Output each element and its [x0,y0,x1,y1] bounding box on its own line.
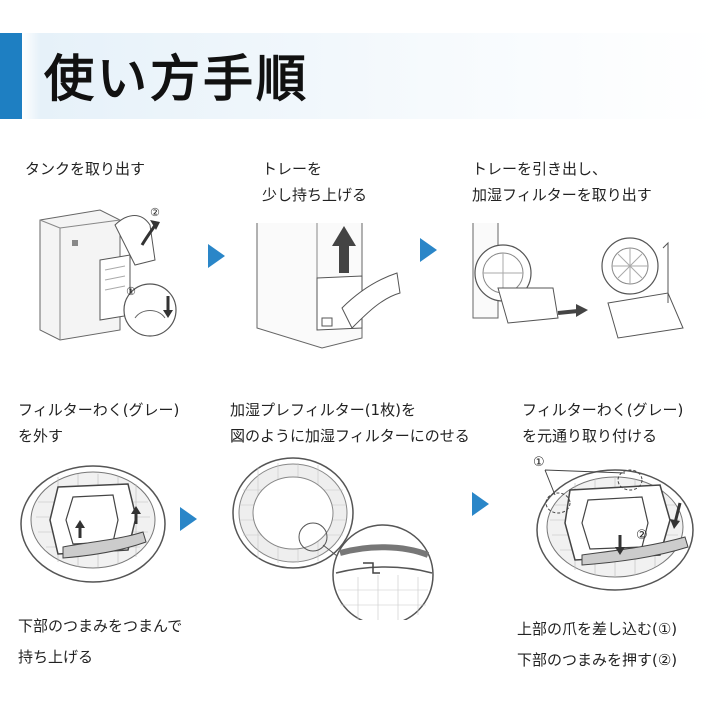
page-header: 使い方手順 [0,33,720,119]
step-2-line-1: トレーを [262,160,323,178]
step-2-line-2: 少し持ち上げる [262,186,368,204]
step-6-line-2: を元通り取り付ける [522,427,658,445]
step-1-marker-1: ① [126,285,136,298]
step-2-illustration [256,223,401,349]
step-6-illustration [536,469,694,591]
step-6-line-1: フィルターわく(グレー) [522,401,684,419]
step-6-caption-line-2: 下部のつまみを押す(②) [517,651,678,669]
step-4-illustration [20,465,166,583]
step-4-label: フィルターわく(グレー) を外す [18,397,179,449]
step-2-label: トレーを 少し持ち上げる [262,156,367,208]
step-3-line-1: トレーを引き出し、 [472,160,608,178]
step-6-marker-1: ① [533,455,545,470]
step-6-caption: 上部の爪を差し込む(①) 下部のつまみを押す(②) [517,614,677,676]
step-5-label: 加湿プレフィルター(1枚)を 図のように加湿フィルターにのせる [230,397,470,449]
step-arrow-icon [420,238,437,262]
step-6-label: フィルターわく(グレー) を元通り取り付ける [522,397,683,449]
step-5-line-2: 図のように加湿フィルターにのせる [230,427,470,445]
step-4-caption: 下部のつまみをつまんで 持ち上げる [18,611,182,673]
step-3-line-2: 加湿フィルターを取り出す [472,186,652,204]
step-1-line-1: タンクを取り出す [25,160,146,178]
step-4-line-2: を外す [18,427,64,445]
step-6-marker-2: ② [636,528,648,543]
step-arrow-icon [180,507,197,531]
step-6-caption-line-1: 上部の爪を差し込む(①) [517,620,678,638]
step-5-line-1: 加湿プレフィルター(1枚)を [230,401,416,419]
step-5-illustration [232,457,434,620]
step-1-label: タンクを取り出す [25,156,145,182]
step-4-caption-line-1: 下部のつまみをつまんで [18,617,183,635]
step-1-marker-2: ② [150,206,160,219]
step-1-illustration [39,209,177,341]
step-3-label: トレーを引き出し、 加湿フィルターを取り出す [472,156,652,208]
page-title: 使い方手順 [44,50,309,108]
step-4-caption-line-2: 持ち上げる [18,648,94,666]
step-arrow-icon [208,244,225,268]
step-3-illustration [472,223,684,339]
step-arrow-icon [472,492,489,516]
step-4-line-1: フィルターわく(グレー) [18,401,180,419]
